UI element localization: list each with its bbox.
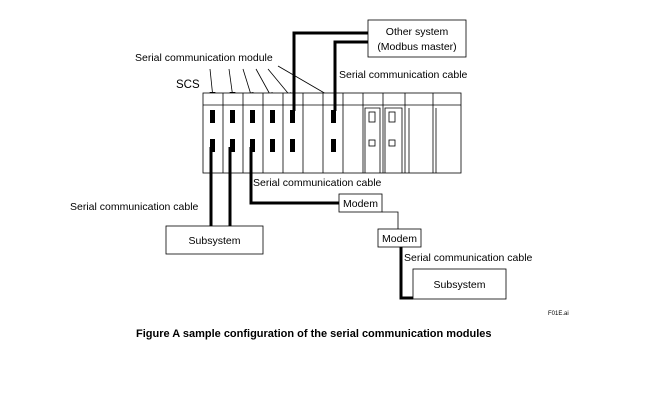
subsystem-box-right (412, 268, 507, 300)
cable-label-right: Serial communication cable (404, 252, 533, 264)
modem-box-2 (377, 228, 422, 248)
rack-ports (210, 110, 396, 152)
modem-label-1: Modem (343, 198, 378, 210)
cable-label-top: Serial communication cable (339, 69, 468, 81)
subsystem-label-left: Subsystem (189, 235, 241, 247)
modem-box-1 (338, 193, 383, 213)
cable-label-middle: Serial communication cable (253, 177, 382, 189)
serial-cables (209, 31, 413, 300)
modem-label-2: Modem (382, 233, 417, 245)
figure-caption: Figure A sample configuration of the ser… (136, 328, 492, 340)
scs-label: SCS (176, 79, 200, 91)
subsystem-box-left (165, 225, 264, 255)
other-system-label-line2: (Modbus master) (377, 41, 456, 53)
serial-module-label: Serial communication module (135, 52, 273, 64)
cable-label-left: Serial communication cable (70, 201, 199, 213)
other-system-box (367, 19, 467, 58)
scs-rack (202, 92, 462, 174)
file-id: F01E.ai (548, 311, 569, 317)
other-system-label-line1: Other system (386, 26, 449, 38)
subsystem-label-right: Subsystem (434, 279, 486, 291)
modem-link (382, 211, 399, 229)
